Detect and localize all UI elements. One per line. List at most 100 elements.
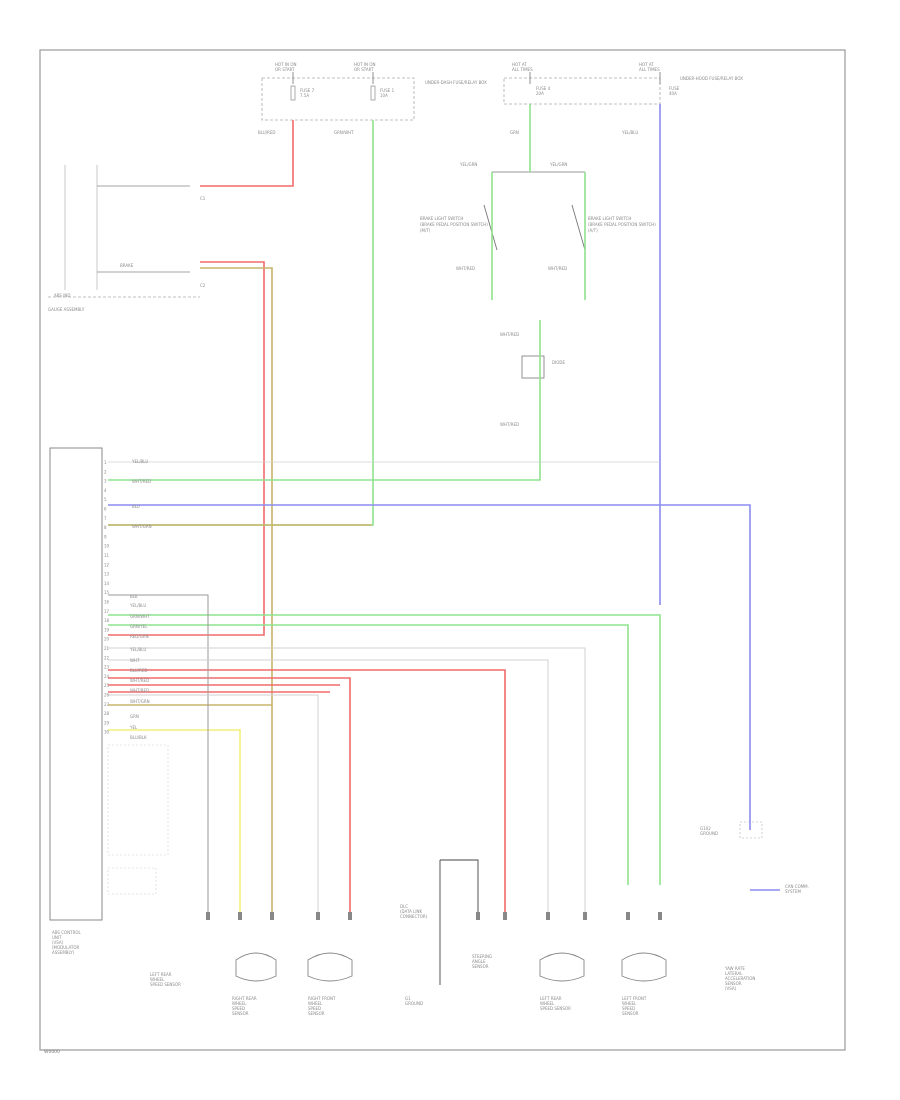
svg-text:WHT/RED: WHT/RED xyxy=(456,266,475,271)
svg-text:SENSOR: SENSOR xyxy=(472,964,489,969)
abs-pin-10: 10 xyxy=(104,544,110,549)
wire-red-1 xyxy=(108,669,506,915)
svg-text:SPEED: SPEED xyxy=(622,1006,635,1011)
abs-pin-3: 3 xyxy=(104,479,107,484)
abs-pin-6: 6 xyxy=(104,507,107,512)
svg-text:ANGLE: ANGLE xyxy=(472,959,486,964)
wire-gray-2 xyxy=(108,647,586,915)
svg-text:WHEEL: WHEEL xyxy=(308,1001,323,1006)
svg-text:SENSOR: SENSOR xyxy=(232,1011,249,1016)
connector-marker xyxy=(348,912,352,920)
svg-text:BLU/RED: BLU/RED xyxy=(130,668,147,673)
bottom-components: LEFT REAR WHEEL SPEED SENSOR RIGHT REAR … xyxy=(150,821,809,1016)
svg-text:LEFT FRONT: LEFT FRONT xyxy=(622,996,647,1001)
svg-text:DLC: DLC xyxy=(400,904,408,909)
svg-text:ABS CONTROL: ABS CONTROL xyxy=(52,930,82,935)
svg-text:(DATA LINK: (DATA LINK xyxy=(400,909,423,914)
svg-text:SENSOR: SENSOR xyxy=(308,1011,325,1016)
svg-text:YEL/BLU: YEL/BLU xyxy=(129,603,146,608)
svg-text:ABS IND: ABS IND xyxy=(54,293,70,298)
connector-marker xyxy=(476,912,480,920)
wire-green-lr xyxy=(108,624,629,885)
abs-pin-17: 17 xyxy=(104,609,110,614)
abs-control-unit: ABS CONTROL UNIT (VSA) (MODULATOR ASSEMB… xyxy=(49,447,169,955)
abs-pin-7: 7 xyxy=(104,516,107,521)
abs-pin-15: 15 xyxy=(104,590,110,595)
svg-text:FUSE 4: FUSE 4 xyxy=(536,86,551,91)
svg-text:BRAKE LIGHT SWITCH: BRAKE LIGHT SWITCH xyxy=(420,216,463,221)
svg-text:ACCELERATION: ACCELERATION xyxy=(725,976,755,981)
abs-pin-18: 18 xyxy=(104,618,110,623)
svg-text:SPEED: SPEED xyxy=(232,1006,245,1011)
svg-text:GRN/YEL: GRN/YEL xyxy=(130,624,148,629)
connector-marker xyxy=(316,912,320,920)
svg-text:RIGHT FRONT: RIGHT FRONT xyxy=(308,996,336,1001)
svg-text:SPEED SENSOR: SPEED SENSOR xyxy=(150,982,181,987)
svg-text:BLU/RED: BLU/RED xyxy=(258,130,275,135)
svg-text:BRAKE: BRAKE xyxy=(120,263,134,268)
svg-text:WHT/RED: WHT/RED xyxy=(130,688,149,693)
svg-text:SENSOR: SENSOR xyxy=(622,1011,639,1016)
svg-text:WHT/GRN: WHT/GRN xyxy=(132,524,152,529)
abs-pin-8: 8 xyxy=(104,525,107,530)
svg-text:20A: 20A xyxy=(536,91,544,96)
svg-text:HOT AT: HOT AT xyxy=(639,62,654,67)
wire-gray-3 xyxy=(108,659,549,915)
svg-text:GROUND: GROUND xyxy=(700,831,718,836)
abs-pin-16: 16 xyxy=(104,600,110,605)
abs-pin-25: 25 xyxy=(104,683,110,688)
abs-pin-14: 14 xyxy=(104,581,110,586)
wire-gray-1 xyxy=(108,594,209,915)
svg-text:GRN: GRN xyxy=(510,130,519,135)
connector-marker xyxy=(583,912,587,920)
svg-text:(BRAKE PEDAL POSITION SWITCH): (BRAKE PEDAL POSITION SWITCH) xyxy=(588,222,656,227)
svg-text:SPEED: SPEED xyxy=(308,1006,321,1011)
svg-text:UNDER-DASH FUSE/RELAY BOX: UNDER-DASH FUSE/RELAY BOX xyxy=(425,80,487,85)
svg-text:G102: G102 xyxy=(700,826,711,831)
wire-olive-gauge xyxy=(108,267,273,706)
svg-text:OR START: OR START xyxy=(275,67,295,72)
svg-text:ASSEMBLY): ASSEMBLY) xyxy=(52,950,75,955)
svg-text:G1: G1 xyxy=(405,996,411,1001)
connector-markers xyxy=(206,912,662,920)
svg-text:BRAKE LIGHT SWITCH: BRAKE LIGHT SWITCH xyxy=(588,216,631,221)
svg-text:UNDER-HOOD FUSE/RELAY BOX: UNDER-HOOD FUSE/RELAY BOX xyxy=(680,76,743,81)
svg-text:WHEEL: WHEEL xyxy=(150,977,165,982)
svg-text:WHT/GRN: WHT/GRN xyxy=(130,699,150,704)
wire-black-dlc2 xyxy=(440,859,479,915)
wire-green-diode xyxy=(108,320,541,481)
svg-text:RIGHT REAR: RIGHT REAR xyxy=(232,996,257,1001)
svg-text:YEL/BLU: YEL/BLU xyxy=(129,647,146,652)
svg-text:WHEEL: WHEEL xyxy=(540,1001,555,1006)
abs-pin-23: 23 xyxy=(104,665,110,670)
svg-text:YEL/GRN: YEL/GRN xyxy=(459,162,477,167)
svg-text:GROUND: GROUND xyxy=(405,1001,423,1006)
svg-text:RED/GRN: RED/GRN xyxy=(130,634,149,639)
svg-text:CAN COMM.: CAN COMM. xyxy=(785,884,809,889)
svg-text:LEFT REAR: LEFT REAR xyxy=(540,996,562,1001)
svg-text:WHT/RED: WHT/RED xyxy=(500,332,519,337)
abs-pin-29: 29 xyxy=(104,720,110,725)
svg-text:(A/T): (A/T) xyxy=(588,228,598,233)
svg-text:WHT/RED: WHT/RED xyxy=(130,678,149,683)
svg-text:SENSOR: SENSOR xyxy=(725,981,742,986)
wire-gray-4 xyxy=(108,694,319,915)
abs-pin-28: 28 xyxy=(104,711,110,716)
svg-text:FUSE 7: FUSE 7 xyxy=(300,88,315,93)
wire-red-fuse7 xyxy=(200,120,294,187)
svg-text:SPEED SENSOR: SPEED SENSOR xyxy=(540,1006,571,1011)
svg-text:HOT IN ON: HOT IN ON xyxy=(275,62,296,67)
svg-text:LEFT REAR: LEFT REAR xyxy=(150,972,172,977)
svg-text:WHEEL: WHEEL xyxy=(622,1001,637,1006)
svg-text:(VSA): (VSA) xyxy=(725,986,737,991)
abs-pin-27: 27 xyxy=(104,702,110,707)
svg-text:YEL/BLU: YEL/BLU xyxy=(621,130,638,135)
abs-pin-9: 9 xyxy=(104,534,107,539)
svg-text:C2: C2 xyxy=(200,283,206,288)
abs-pin-12: 12 xyxy=(104,562,110,567)
page-code: W0000 xyxy=(44,1049,60,1055)
abs-pin-11: 11 xyxy=(104,553,110,558)
svg-text:(BRAKE PEDAL POSITION SWITCH): (BRAKE PEDAL POSITION SWITCH) xyxy=(420,222,488,227)
